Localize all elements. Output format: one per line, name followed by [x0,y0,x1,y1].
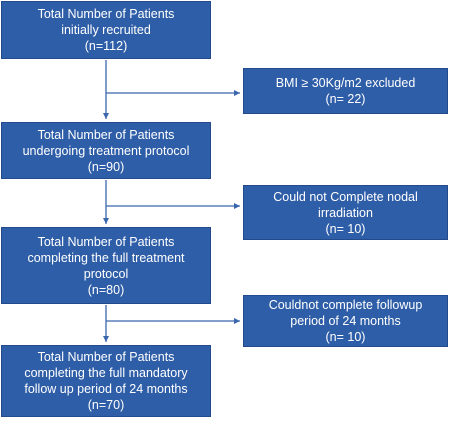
box-count: (n=112) [84,39,128,53]
box-initially-recruited: Total Number of Patients initially recru… [1,1,211,59]
box-text-line: Total Number of Patients [37,234,175,249]
box-text-line: irradiation [318,205,373,220]
box-text-line: Total Number of Patients [37,127,175,142]
box-text-line: period of 24 months [290,314,401,328]
box-count: (n=90) [87,159,125,174]
box-completing-followup: Total Number of Patients completing the … [1,345,211,417]
box-text-line: protocol [83,266,129,281]
box-text-line: initially recruited [61,23,151,37]
box-text-line: follow up period of 24 months [24,382,188,396]
box-undergoing-treatment: Total Number of Patients undergoing trea… [1,122,211,179]
box-text-line: Could not Complete nodal [273,189,418,204]
box-count: (n=80) [87,282,125,297]
box-count: (n= 22) [325,92,366,106]
box-text-line: Couldnot complete followup [268,298,423,312]
box-text-line: completing the full treatment [27,250,185,265]
box-completing-treatment: Total Number of Patients completing the … [1,227,211,304]
box-text-line: Total Number of Patients [37,350,175,364]
box-text-line: undergoing treatment protocol [22,143,190,158]
box-count: (n=70) [87,398,125,412]
box-text-line: BMI ≥ 30Kg/m2 excluded [275,76,416,90]
box-nodal-irradiation-excluded: Could not Complete nodal irradiation (n=… [243,185,448,240]
box-count: (n= 10) [325,221,366,236]
box-bmi-excluded: BMI ≥ 30Kg/m2 excluded (n= 22) [243,68,448,114]
box-text-line: Total Number of Patients [37,7,175,21]
box-count: (n= 10) [325,330,366,344]
box-followup-period-excluded: Couldnot complete followup period of 24 … [243,295,448,347]
box-text-line: completing the full mandatory [24,366,188,380]
